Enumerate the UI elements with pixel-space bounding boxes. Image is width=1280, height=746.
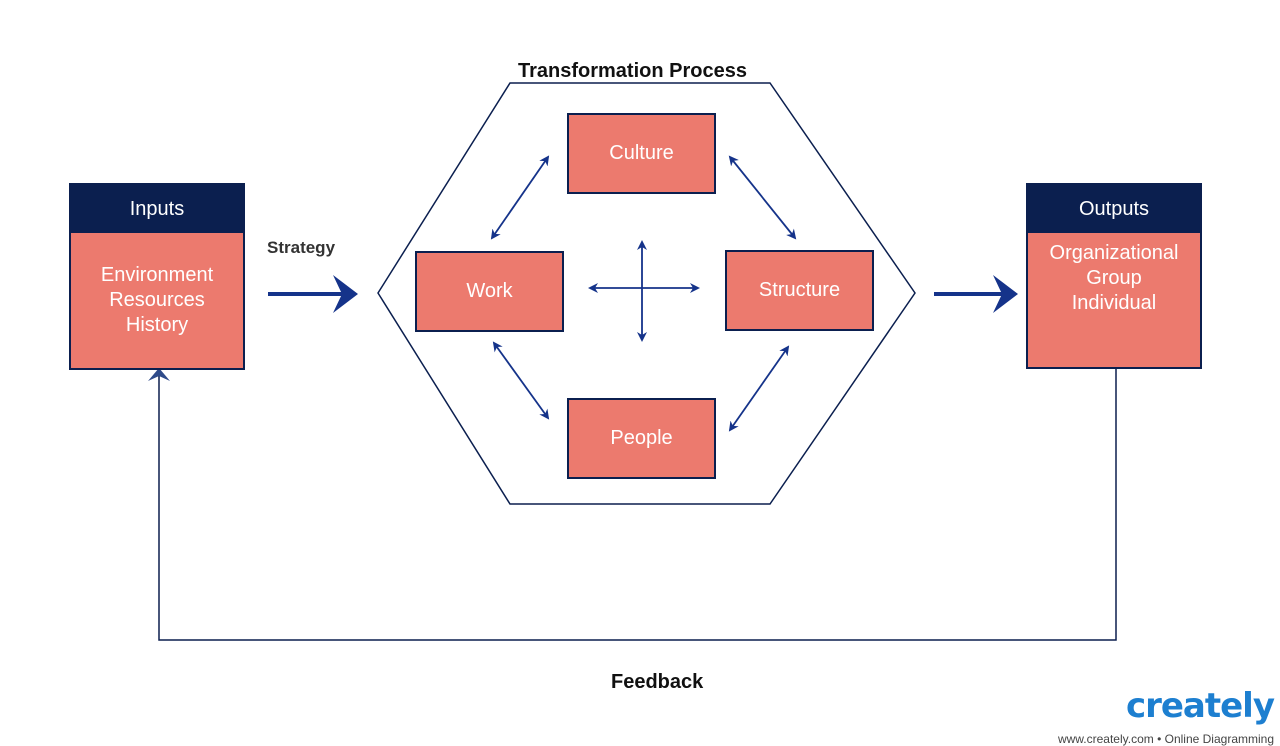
inputs-body: Environment Resources History bbox=[71, 233, 243, 368]
culture-structure-arrow bbox=[728, 155, 797, 240]
work-people-arrow bbox=[492, 341, 550, 420]
outputs-body: Organizational Group Individual bbox=[1028, 233, 1200, 351]
outputs-header: Outputs bbox=[1028, 185, 1200, 233]
transformation-hexagon bbox=[377, 82, 916, 505]
feedback-arrowhead bbox=[148, 368, 170, 381]
inputs-line: History bbox=[125, 314, 189, 336]
strategy-arrow bbox=[268, 275, 358, 313]
creately-tagline: www.creately.com • Online Diagramming bbox=[1057, 732, 1274, 746]
diagram-title: Transformation Process bbox=[518, 60, 747, 82]
outputs-line: Organizational bbox=[1049, 242, 1179, 264]
culture-work-arrow bbox=[490, 155, 550, 240]
node-culture[interactable]: Culture bbox=[567, 113, 716, 194]
outputs-panel[interactable]: Outputs Organizational Group Individual bbox=[1026, 183, 1202, 369]
output-arrow bbox=[934, 275, 1018, 313]
inputs-header: Inputs bbox=[71, 185, 243, 233]
node-people[interactable]: People bbox=[567, 398, 716, 479]
inputs-line: Resources bbox=[109, 289, 205, 311]
node-work[interactable]: Work bbox=[415, 251, 564, 332]
inputs-line: Environment bbox=[100, 264, 214, 286]
structure-people-arrow bbox=[728, 345, 790, 432]
feedback-loop-line bbox=[158, 368, 1117, 641]
strategy-label: Strategy bbox=[267, 238, 336, 257]
outputs-line: Group bbox=[1086, 267, 1142, 289]
outputs-line: Individual bbox=[1071, 292, 1157, 314]
inputs-panel[interactable]: Inputs Environment Resources History bbox=[69, 183, 245, 370]
creately-logo: creately bbox=[1125, 686, 1275, 726]
feedback-label: Feedback bbox=[611, 671, 704, 693]
node-structure[interactable]: Structure bbox=[725, 250, 874, 331]
